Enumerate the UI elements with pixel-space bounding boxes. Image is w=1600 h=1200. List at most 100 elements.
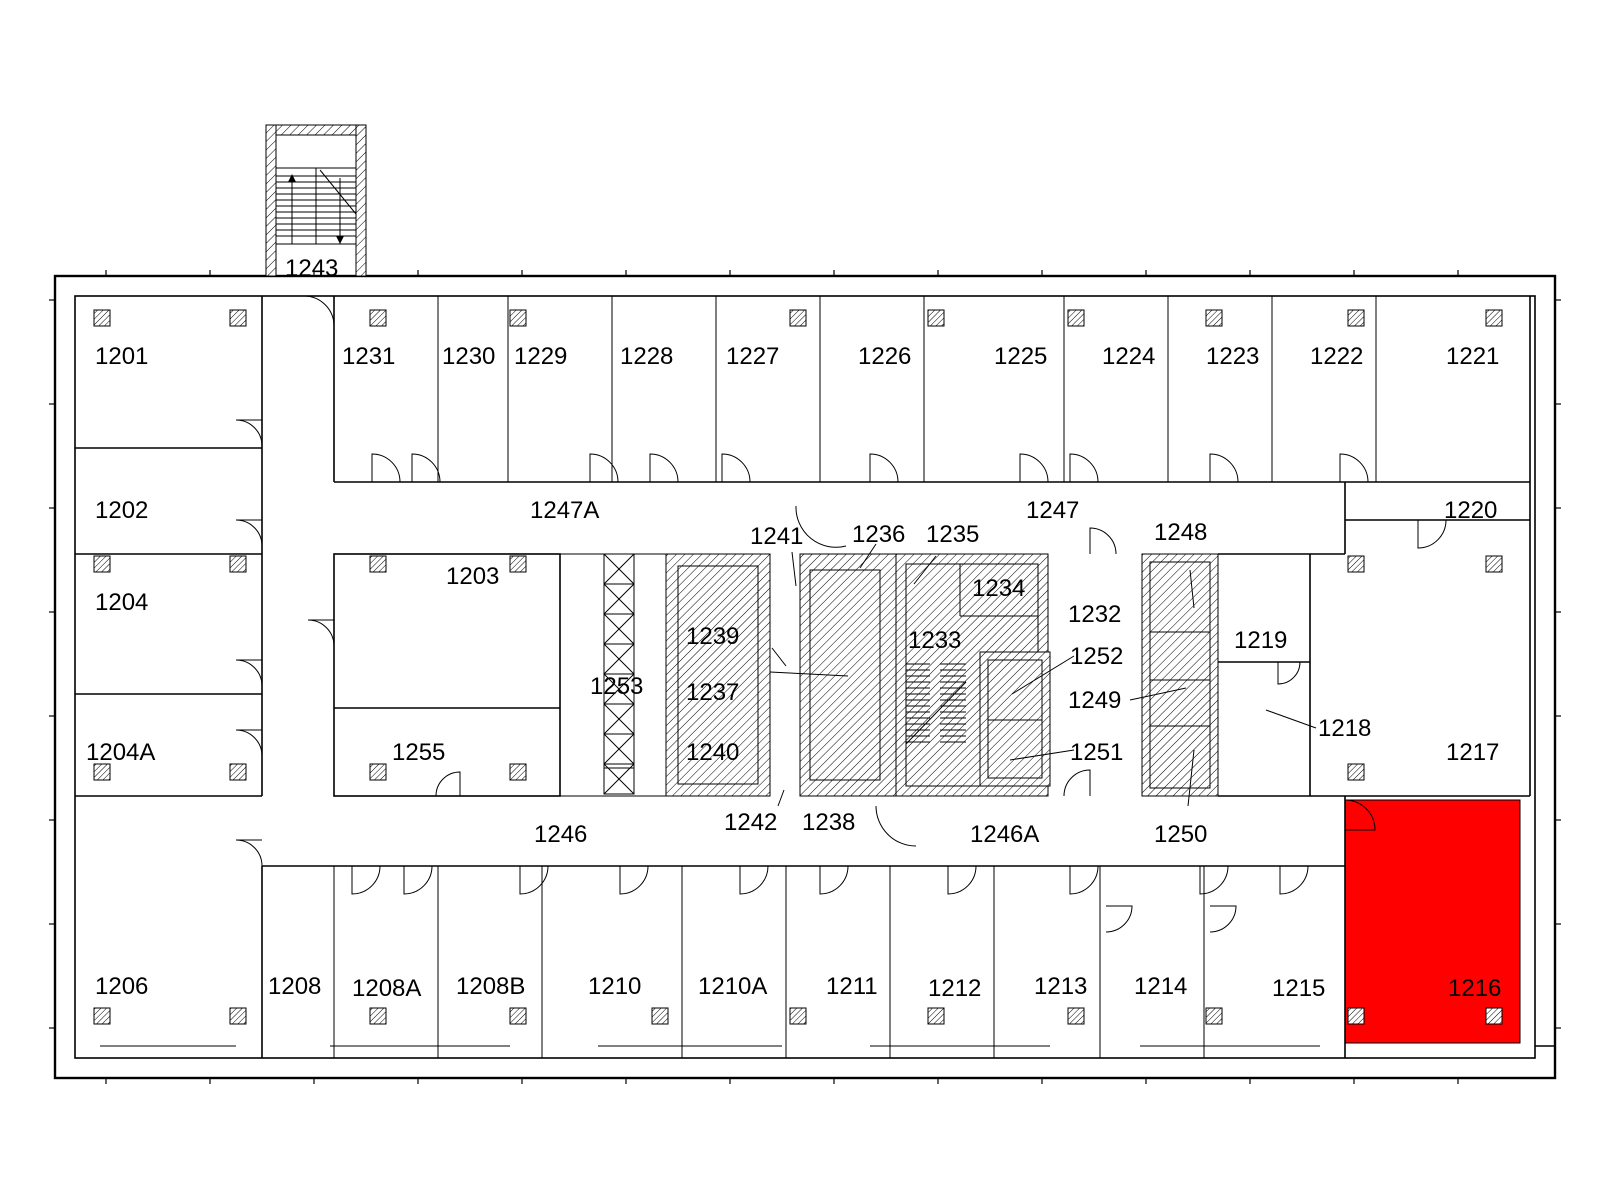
room-label-1208B[interactable]: 1208B — [456, 973, 525, 1000]
room-label-1208[interactable]: 1208 — [268, 973, 321, 1000]
door-swing — [869, 453, 899, 483]
door-swing — [875, 805, 917, 847]
door-swing — [411, 453, 441, 483]
door-swing — [235, 419, 263, 447]
room-label-1210[interactable]: 1210 — [588, 973, 641, 1000]
room-label-1232[interactable]: 1232 — [1068, 601, 1121, 628]
room-label-1246A[interactable]: 1246A — [970, 821, 1039, 848]
room-label-1230[interactable]: 1230 — [442, 343, 495, 370]
shaft-cross — [603, 673, 635, 705]
leader-lines — [769, 543, 1317, 807]
room-label-1219[interactable]: 1219 — [1234, 627, 1287, 654]
diffuser-icon — [509, 1007, 527, 1025]
left-wing — [75, 448, 263, 797]
room-label-1237[interactable]: 1237 — [686, 679, 739, 706]
door-swing — [351, 865, 381, 895]
door-swing — [721, 453, 751, 483]
shaft-cross — [603, 733, 635, 765]
room-label-1255[interactable]: 1255 — [392, 739, 445, 766]
room-label-1217[interactable]: 1217 — [1446, 739, 1499, 766]
perimeter-ticks — [49, 270, 1561, 1084]
room-label-1204A[interactable]: 1204A — [86, 739, 155, 766]
room-label-1250[interactable]: 1250 — [1154, 821, 1207, 848]
door-swing — [1069, 865, 1099, 895]
room-label-1226[interactable]: 1226 — [858, 343, 911, 370]
room-label-1252[interactable]: 1252 — [1070, 643, 1123, 670]
diffuser-icon — [927, 309, 945, 327]
room-label-1234[interactable]: 1234 — [972, 575, 1025, 602]
room-label-1233[interactable]: 1233 — [908, 627, 961, 654]
door-swing — [235, 659, 263, 687]
room-label-1223[interactable]: 1223 — [1206, 343, 1259, 370]
room-label-1253[interactable]: 1253 — [590, 673, 643, 700]
shaft-cross — [603, 583, 635, 615]
room-label-1213[interactable]: 1213 — [1034, 973, 1087, 1000]
room-label-1224[interactable]: 1224 — [1102, 343, 1155, 370]
room-label-1227[interactable]: 1227 — [726, 343, 779, 370]
shaft-cross — [603, 763, 635, 795]
top-office-row — [75, 296, 1531, 483]
door-swing — [619, 865, 649, 895]
room-label-1221[interactable]: 1221 — [1446, 343, 1499, 370]
room-label-1239[interactable]: 1239 — [686, 623, 739, 650]
door-swing — [1209, 905, 1237, 933]
room-label-1236[interactable]: 1236 — [852, 521, 905, 548]
diffuser-icon — [789, 1007, 807, 1025]
door-swing — [947, 865, 977, 895]
room-label-1214[interactable]: 1214 — [1134, 973, 1187, 1000]
room-label-1204[interactable]: 1204 — [95, 589, 148, 616]
room-label-1212[interactable]: 1212 — [928, 975, 981, 1002]
room-label-1202[interactable]: 1202 — [95, 497, 148, 524]
shaft-cross — [603, 613, 635, 645]
room-label-1210A[interactable]: 1210A — [698, 973, 767, 1000]
room-label-1228[interactable]: 1228 — [620, 343, 673, 370]
room-label-1215[interactable]: 1215 — [1272, 975, 1325, 1002]
door-swing — [435, 771, 461, 797]
room-label-1247[interactable]: 1247 — [1026, 497, 1079, 524]
diffuser-icon — [229, 1007, 247, 1025]
door-swing — [589, 453, 619, 483]
door-swing — [1209, 453, 1239, 483]
room-label-1220[interactable]: 1220 — [1444, 497, 1497, 524]
room-label-1246[interactable]: 1246 — [534, 821, 587, 848]
diffuser-icon — [1205, 309, 1223, 327]
room-label-1201[interactable]: 1201 — [95, 343, 148, 370]
room-label-1225[interactable]: 1225 — [994, 343, 1047, 370]
door-swing — [1019, 453, 1049, 483]
diffuser-icon — [651, 1007, 669, 1025]
diffuser-icon — [93, 1007, 111, 1025]
room-label-1241[interactable]: 1241 — [750, 523, 803, 550]
shaft-cross — [603, 703, 635, 735]
room-label-1240[interactable]: 1240 — [686, 739, 739, 766]
room-label-1249[interactable]: 1249 — [1068, 687, 1121, 714]
room-label-1251[interactable]: 1251 — [1070, 739, 1123, 766]
room-label-1242[interactable]: 1242 — [724, 809, 777, 836]
room-label-1211[interactable]: 1211 — [826, 973, 878, 1000]
door-swing — [739, 865, 769, 895]
room-label-1247A[interactable]: 1247A — [530, 497, 599, 524]
room-label-1203[interactable]: 1203 — [446, 563, 499, 590]
room-label-1231[interactable]: 1231 — [342, 343, 395, 370]
room-label-1216[interactable]: 1216 — [1448, 975, 1501, 1002]
door-swing — [235, 519, 263, 547]
door-swing — [403, 865, 433, 895]
room-label-1218[interactable]: 1218 — [1318, 715, 1371, 742]
door-swing — [1344, 799, 1376, 831]
room-label-1248[interactable]: 1248 — [1154, 519, 1207, 546]
room-label-1208A[interactable]: 1208A — [352, 975, 421, 1002]
room-label-1238[interactable]: 1238 — [802, 809, 855, 836]
diffuser-icon — [1347, 1007, 1365, 1025]
diffuser-icon — [509, 763, 527, 781]
doors — [235, 295, 1447, 933]
room-label-1235[interactable]: 1235 — [926, 521, 979, 548]
room-label-1229[interactable]: 1229 — [514, 343, 567, 370]
diffuser-icon — [93, 555, 111, 573]
room-label-1222[interactable]: 1222 — [1310, 343, 1363, 370]
room-1216-highlight[interactable] — [1344, 799, 1521, 1044]
diffuser-icon — [1205, 1007, 1223, 1025]
door-swing — [235, 839, 263, 867]
diffuser-icon — [93, 763, 111, 781]
door-swing — [1063, 769, 1091, 797]
room-label-1243[interactable]: 1243 — [285, 255, 338, 282]
room-label-1206[interactable]: 1206 — [95, 973, 148, 1000]
